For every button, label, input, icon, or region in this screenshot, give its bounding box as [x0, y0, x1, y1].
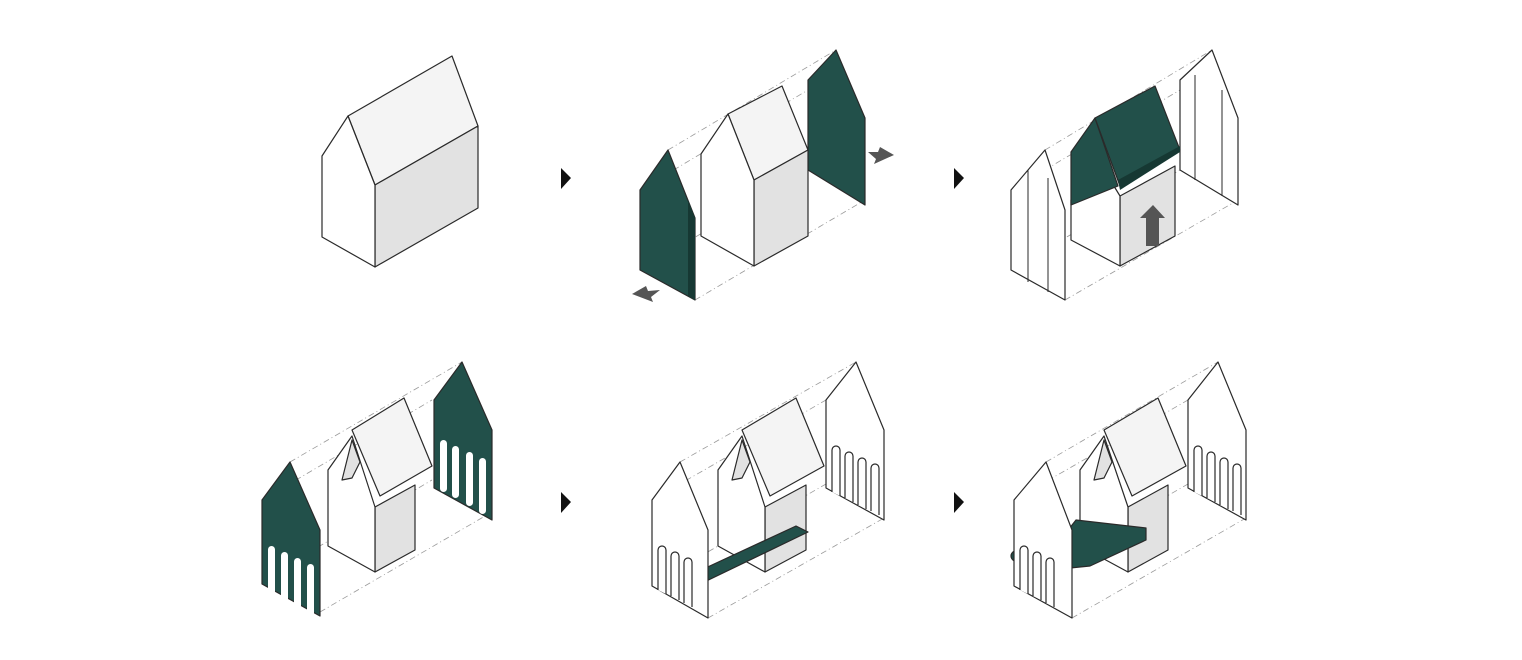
step-4-roof — [351, 397, 433, 497]
step-arrow-2 — [954, 168, 964, 189]
step-3-roof-underside — [1070, 117, 1119, 206]
step-4-guide-lines — [261, 361, 493, 613]
step-4-front-wall — [261, 461, 321, 617]
step-2-front-wall — [639, 149, 696, 301]
step-3-back-wall — [1179, 49, 1239, 206]
step-5-front-wall — [651, 461, 709, 619]
step-4-core-gable — [327, 435, 376, 573]
step-2-arrow-right-icon — [868, 147, 894, 164]
step-2-core-gable — [700, 113, 755, 267]
step-1-gable-wall — [321, 115, 376, 268]
step-arrow-4 — [954, 492, 964, 513]
step-4-core-side — [374, 484, 416, 573]
step-arrow-3 — [561, 492, 571, 513]
step-5-roof — [741, 397, 825, 497]
step-5-house — [651, 361, 885, 619]
step-3-arrow-up-icon — [1140, 205, 1165, 246]
step-3-front-wall — [1010, 149, 1066, 301]
step-2-back-wall — [807, 49, 866, 206]
step-4-back-wall — [433, 361, 493, 521]
step-arrow-1 — [561, 168, 571, 189]
step-6-front-wall — [1013, 461, 1073, 619]
step-5-core-gable — [717, 435, 766, 573]
step-1-house — [321, 55, 479, 268]
step-2-arrow-left-icon — [632, 286, 660, 302]
step-4-house — [261, 361, 493, 618]
step-2-house — [632, 49, 894, 302]
step-3-house — [1010, 49, 1239, 301]
step-6-roof — [1103, 397, 1187, 497]
step-6-house — [1010, 361, 1247, 619]
